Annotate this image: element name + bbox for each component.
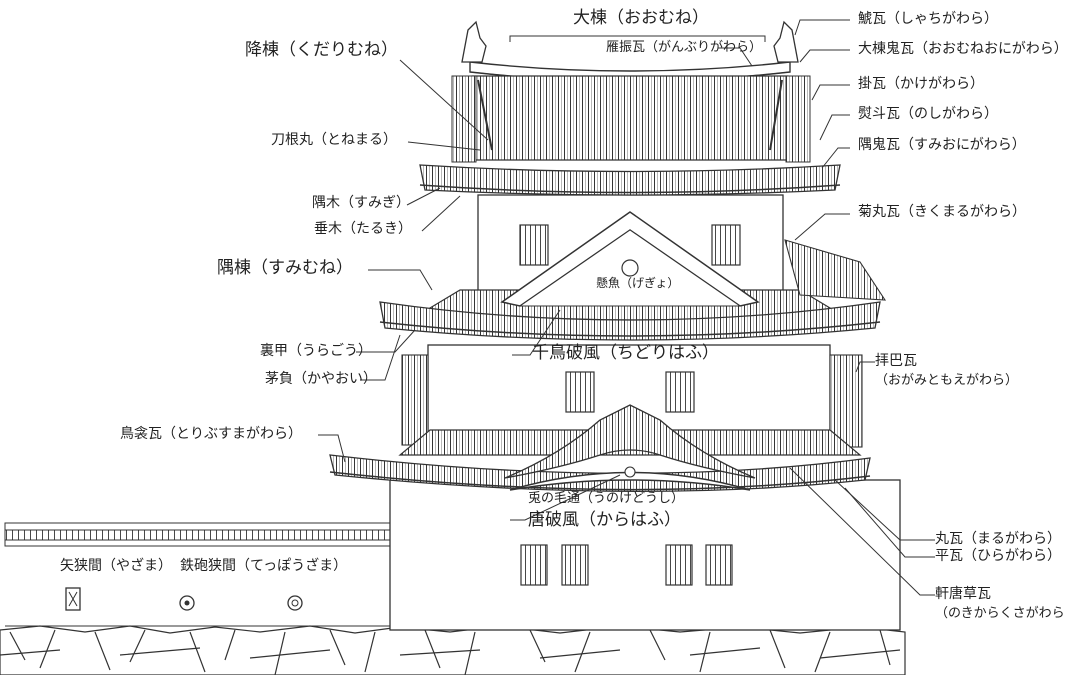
label-nokikarakusagawara-1: 軒唐草瓦 (935, 586, 991, 602)
label-hiragawara: 平瓦（ひらがわら） (935, 548, 1061, 564)
label-ogamitomoegawara-2: （おがみともえがわら） (875, 373, 1019, 388)
shachi-left-icon (461, 20, 487, 63)
label-marugawara: 丸瓦（まるがわら） (935, 531, 1061, 547)
label-oomune-onigawara: 大棟鬼瓦（おおむねおにがわら） (858, 41, 1065, 57)
castle-wall (4, 522, 391, 627)
shachi-right-icon (773, 20, 799, 63)
upper-windows (519, 224, 741, 266)
label-yazama: 矢狭間（やざま） (60, 558, 172, 574)
label-taruki: 垂木（たるき） (314, 221, 412, 237)
label-sumionigawara: 隅鬼瓦（すみおにがわら） (858, 137, 1026, 153)
label-kakegawara: 掛瓦（かけがわら） (858, 76, 984, 92)
leader-lines (318, 19, 935, 596)
label-teppouzama: 鉄砲狭間（てっぽうざま） (180, 558, 348, 574)
label-noshigawara: 熨斗瓦（のしがわら） (858, 106, 998, 122)
label-kudarimune: 降棟（くだりむね） (245, 40, 398, 60)
label-gegyo: 懸魚（げぎょ） (596, 276, 680, 290)
label-nokikarakusagawara-2: （のきからくさがわら） (935, 606, 1065, 621)
teppouzama-icon-2 (287, 595, 303, 611)
middle-windows (565, 371, 695, 413)
lower-windows (520, 544, 733, 586)
label-karahafu: 唐破風（からはふ） (528, 510, 681, 530)
label-kayaoi: 茅負（かやおい） (265, 371, 377, 387)
label-kikumarugawara: 菊丸瓦（きくまるがわら） (858, 204, 1026, 220)
label-chidorihafu: 千鳥破風（ちどりはふ） (532, 343, 719, 363)
label-unokedoushi: 兎の毛通（うのけどうし） (528, 491, 685, 506)
label-oomune: 大棟（おおむね） (573, 8, 709, 28)
label-sumigi: 隅木（すみぎ） (312, 195, 410, 211)
top-roof (419, 20, 841, 196)
middle-roof (379, 211, 887, 341)
label-shachigawara: 鯱瓦（しゃちがわら） (858, 11, 998, 27)
label-ogamitomoegawara-1: 拝巴瓦 (875, 353, 917, 369)
gegyo-icon (621, 259, 639, 277)
label-ganburigawara: 雁振瓦（がんぶりがわら） (606, 40, 763, 55)
stone-base (0, 625, 906, 676)
label-sumimune: 隅棟（すみむね） (217, 258, 353, 278)
label-uragou: 裏甲（うらごう） (260, 343, 372, 359)
label-tonemaru: 刀根丸（とねまる） (271, 132, 397, 148)
label-toribusumagawara: 鳥衾瓦（とりぶすまがわら） (120, 426, 302, 442)
lower-roof (329, 404, 871, 493)
first-floor-wall (389, 479, 901, 631)
